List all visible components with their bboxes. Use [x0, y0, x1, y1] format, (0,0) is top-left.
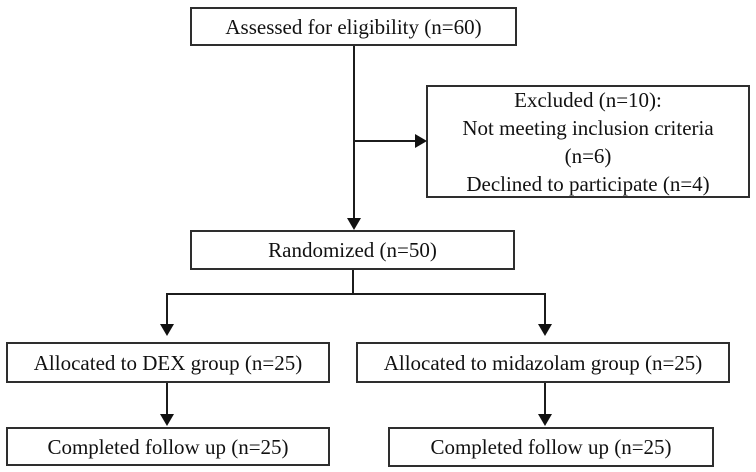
connector-allocated-dex-completed [166, 383, 168, 415]
box-completed-dex-label: Completed follow up (n=25) [47, 434, 289, 459]
box-completed-midazolam: Completed follow up (n=25) [388, 427, 714, 467]
arrowhead-right-excluded-icon [415, 134, 427, 148]
box-allocated-midazolam: Allocated to midazolam group (n=25) [356, 342, 730, 383]
box-assessed-label: Assessed for eligibility (n=60) [225, 14, 482, 39]
connector-assessed-excluded [353, 140, 415, 142]
connector-split-bar [166, 293, 546, 295]
box-randomized: Randomized (n=50) [190, 230, 515, 270]
box-allocated-dex: Allocated to DEX group (n=25) [6, 342, 330, 383]
arrowhead-down-completed-midazolam-icon [538, 414, 552, 426]
arrowhead-down-allocated-midazolam-icon [538, 324, 552, 336]
box-completed-dex: Completed follow up (n=25) [6, 427, 330, 466]
arrowhead-down-completed-dex-icon [160, 414, 174, 426]
connector-split-allocated-midazolam [544, 293, 546, 325]
connector-assessed-randomized [353, 46, 355, 219]
connector-randomized-stub [352, 270, 354, 294]
box-excluded: Excluded (n=10): Not meeting inclusion c… [426, 85, 750, 198]
box-excluded-line-4: Declined to participate (n=4) [466, 171, 710, 196]
box-excluded-line-2: Not meeting inclusion criteria [462, 115, 714, 140]
arrowhead-down-allocated-dex-icon [160, 324, 174, 336]
connector-allocated-midazolam-completed [544, 383, 546, 415]
connector-split-allocated-dex [166, 293, 168, 325]
box-excluded-line-3: (n=6) [564, 143, 612, 168]
box-excluded-line-1: Excluded (n=10): [514, 87, 662, 112]
box-allocated-dex-label: Allocated to DEX group (n=25) [33, 350, 303, 375]
box-randomized-label: Randomized (n=50) [268, 238, 437, 262]
box-assessed: Assessed for eligibility (n=60) [190, 7, 517, 46]
arrowhead-down-randomized-icon [347, 218, 361, 230]
box-allocated-midazolam-label: Allocated to midazolam group (n=25) [383, 350, 703, 375]
box-completed-midazolam-label: Completed follow up (n=25) [430, 435, 672, 459]
